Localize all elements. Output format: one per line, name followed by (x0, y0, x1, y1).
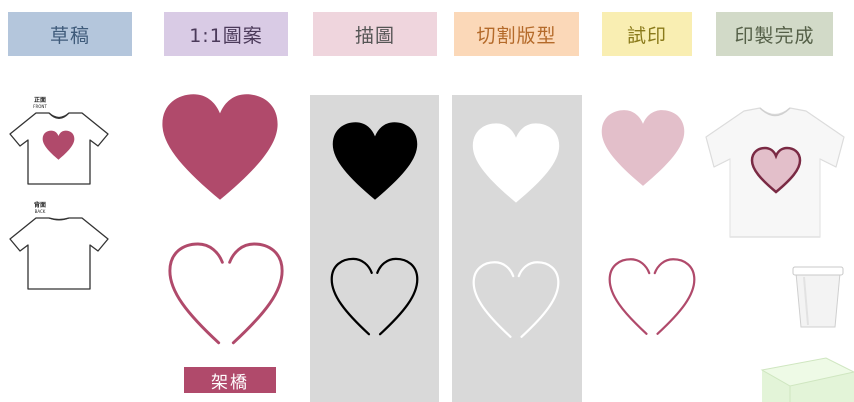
step-done: 印製完成 (716, 12, 833, 56)
step-test-print: 試印 (602, 12, 692, 56)
step-trace: 描圖 (313, 12, 437, 56)
heart-outline-pattern (168, 242, 284, 345)
step-pattern: 1:1圖案 (164, 12, 288, 56)
paper-stack-photo (760, 357, 854, 402)
heart-outline-black (330, 257, 419, 336)
heart-filled-black (332, 122, 418, 200)
front-label-text: 正面 (33, 97, 46, 104)
heart-outline-white (472, 261, 560, 338)
heart-filled-pattern (162, 94, 278, 200)
heart-filled-light (601, 110, 685, 186)
tshirt-printed-photo (705, 107, 845, 238)
tshirt-back-sketch (9, 217, 109, 290)
back-label: 背面 BACK (25, 203, 55, 215)
front-label-sub: FRONT (33, 104, 47, 109)
paper-cup-photo (792, 266, 844, 328)
back-label-text: 背面 (33, 202, 46, 209)
step-draft: 草稿 (8, 12, 132, 56)
heart-filled-white (472, 123, 560, 203)
back-label-sub: BACK (34, 209, 46, 214)
bridge-label: 架橋 (184, 367, 276, 393)
front-label: 正面 FRONT (25, 98, 55, 110)
step-cut-template: 切割版型 (454, 12, 579, 56)
heart-outline-pink (608, 258, 696, 335)
tshirt-front-sketch (9, 112, 109, 185)
